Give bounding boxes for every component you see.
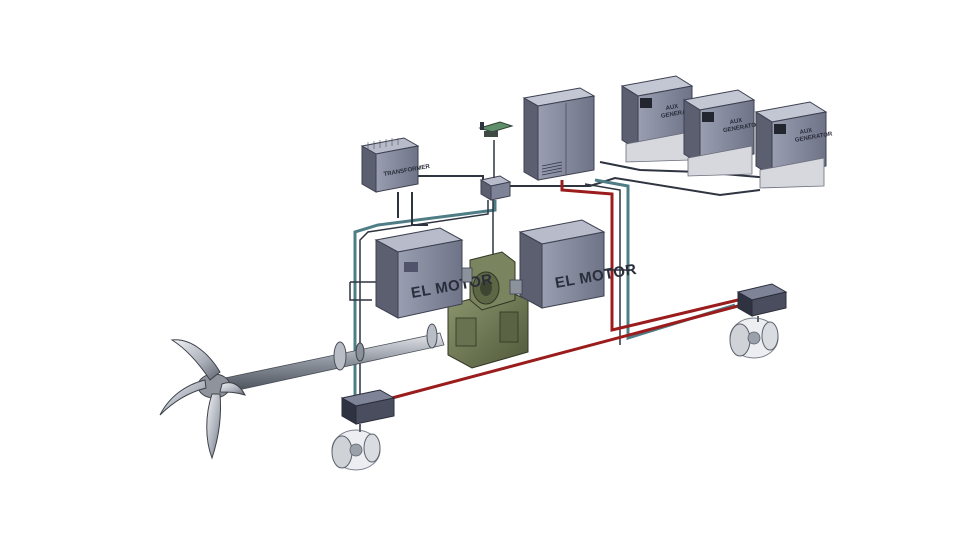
- aux-generator-1: AUXGENERATOR: [620, 75, 700, 163]
- junction-box-top: [479, 175, 512, 201]
- shaft-coupling-1: [333, 341, 347, 371]
- gearbox: [447, 251, 529, 369]
- cable-transformer-junction: [417, 175, 484, 186]
- propeller-blade-top: [170, 339, 221, 381]
- thruster-drive-left: [340, 389, 396, 425]
- transformer: TRANSFORMER: [360, 137, 431, 193]
- cable-gen-bus-upper: [599, 161, 771, 179]
- propeller-shaft: [224, 323, 445, 393]
- cable-teal-inner: [359, 200, 489, 398]
- cable-switchboard-dark: [584, 183, 621, 345]
- cable-transformer-down-2: [411, 192, 428, 226]
- cables: [349, 161, 771, 400]
- cable-teal-motor-loop: [353, 200, 497, 398]
- propeller: [159, 339, 246, 460]
- shaft-bearing: [355, 342, 365, 362]
- cable-motor-left-feed-2: [349, 282, 372, 301]
- el-motor-right: EL MOTOR: [509, 219, 638, 309]
- switchboard: [522, 87, 596, 181]
- thruster-drive-right: [736, 283, 788, 317]
- cable-red-right-thruster: [560, 180, 739, 332]
- aux-generator-3: AUXGENERATOR: [754, 101, 834, 189]
- aux-generator-2: AUXGENERATOR: [682, 89, 762, 177]
- transformer-fins: [367, 138, 399, 150]
- propeller-blade-bottom: [206, 393, 221, 460]
- shaft-coupling-2: [426, 323, 438, 349]
- control-panel-station: [478, 121, 514, 178]
- control-lever-icon: [480, 122, 484, 130]
- cable-red-left-thruster: [391, 304, 739, 400]
- cable-switchboard-teal: [594, 178, 736, 341]
- propeller-blade-left: [159, 379, 207, 416]
- el-motor-left: EL MOTOR: [374, 227, 494, 319]
- propeller-blade-right: [219, 382, 246, 396]
- cable-junction-generators: [507, 176, 761, 197]
- thruster-pod-left: [331, 424, 381, 471]
- switchboard-vents: [541, 161, 563, 176]
- thruster-pod-right: [729, 316, 779, 359]
